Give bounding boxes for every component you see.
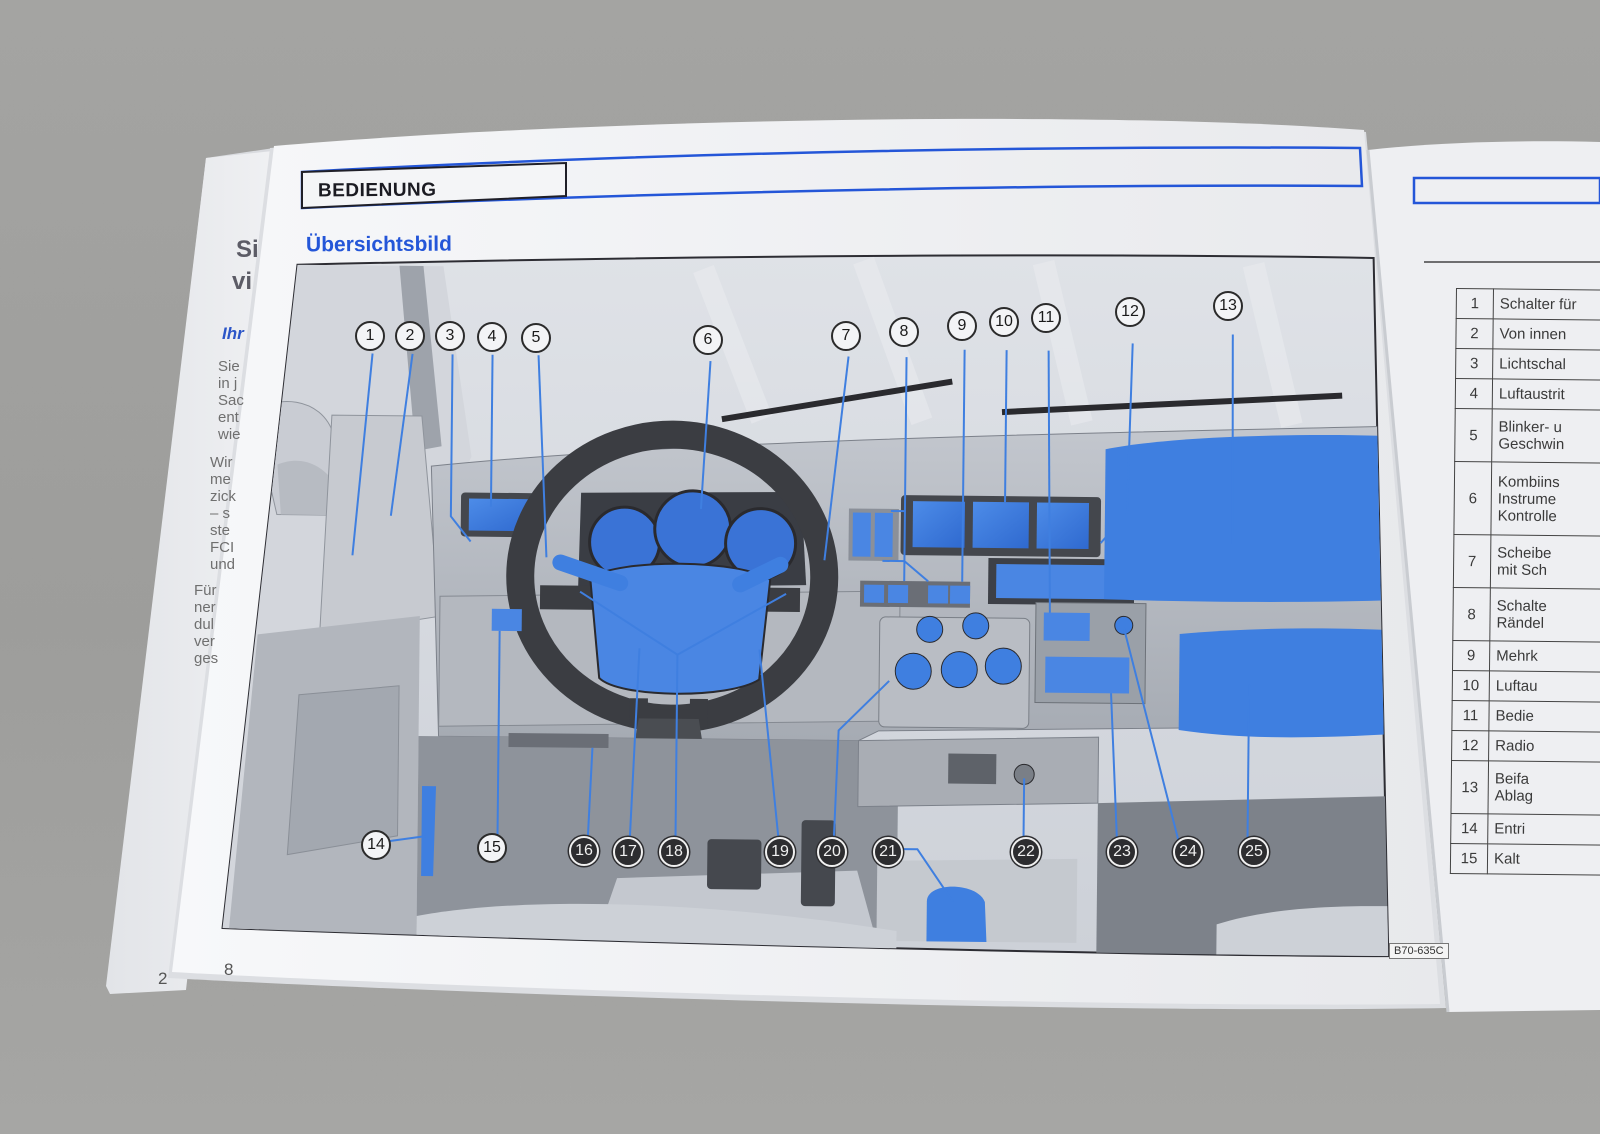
callout-2: 2 [395, 321, 425, 351]
callout-17: 17 [613, 837, 643, 867]
callout-13: 13 [1213, 291, 1243, 321]
callout-4: 4 [477, 322, 507, 352]
callout-9: 9 [947, 311, 977, 341]
callout-3: 3 [435, 321, 465, 351]
figure-code: B70-635C [1389, 943, 1449, 959]
callout-7: 7 [831, 321, 861, 351]
callout-24: 24 [1173, 837, 1203, 867]
section-header: BEDIENUNG [317, 179, 437, 202]
right-header-box [1412, 176, 1600, 205]
left-heading-line-2: vi [232, 268, 253, 295]
callout-12: 12 [1115, 297, 1145, 327]
previous-page-number: 2 [158, 969, 168, 988]
callout-11: 11 [1031, 303, 1061, 333]
left-subheading: Ihr [222, 324, 244, 343]
callout-19: 19 [765, 837, 795, 867]
left-heading-line-1: Si [236, 236, 259, 263]
left-body-text-2: Wir me zick – s ste FCI und [210, 454, 236, 573]
callout-22: 22 [1011, 837, 1041, 867]
section-header-box [300, 146, 1364, 210]
left-body-text-3: Für ner dul ver ges [194, 582, 219, 667]
left-body-text: Sie in j Sac ent wie [218, 358, 244, 443]
page-title: Übersichtsbild [305, 232, 452, 257]
callout-8: 8 [889, 317, 919, 347]
callout-5: 5 [521, 323, 551, 353]
callout-23: 23 [1107, 837, 1137, 867]
callout-16: 16 [569, 836, 599, 866]
callout-18: 18 [659, 837, 689, 867]
dashboard-illustration [221, 254, 1393, 958]
callout-14: 14 [361, 830, 391, 860]
callout-20: 20 [817, 837, 847, 867]
callout-25: 25 [1239, 837, 1269, 867]
callout-10: 10 [989, 307, 1019, 337]
callout-6: 6 [693, 325, 723, 355]
callout-21: 21 [873, 837, 903, 867]
page-right [1368, 141, 1600, 1013]
page-number: 8 [224, 960, 234, 979]
callout-1: 1 [355, 321, 385, 351]
callout-15: 15 [477, 833, 507, 863]
